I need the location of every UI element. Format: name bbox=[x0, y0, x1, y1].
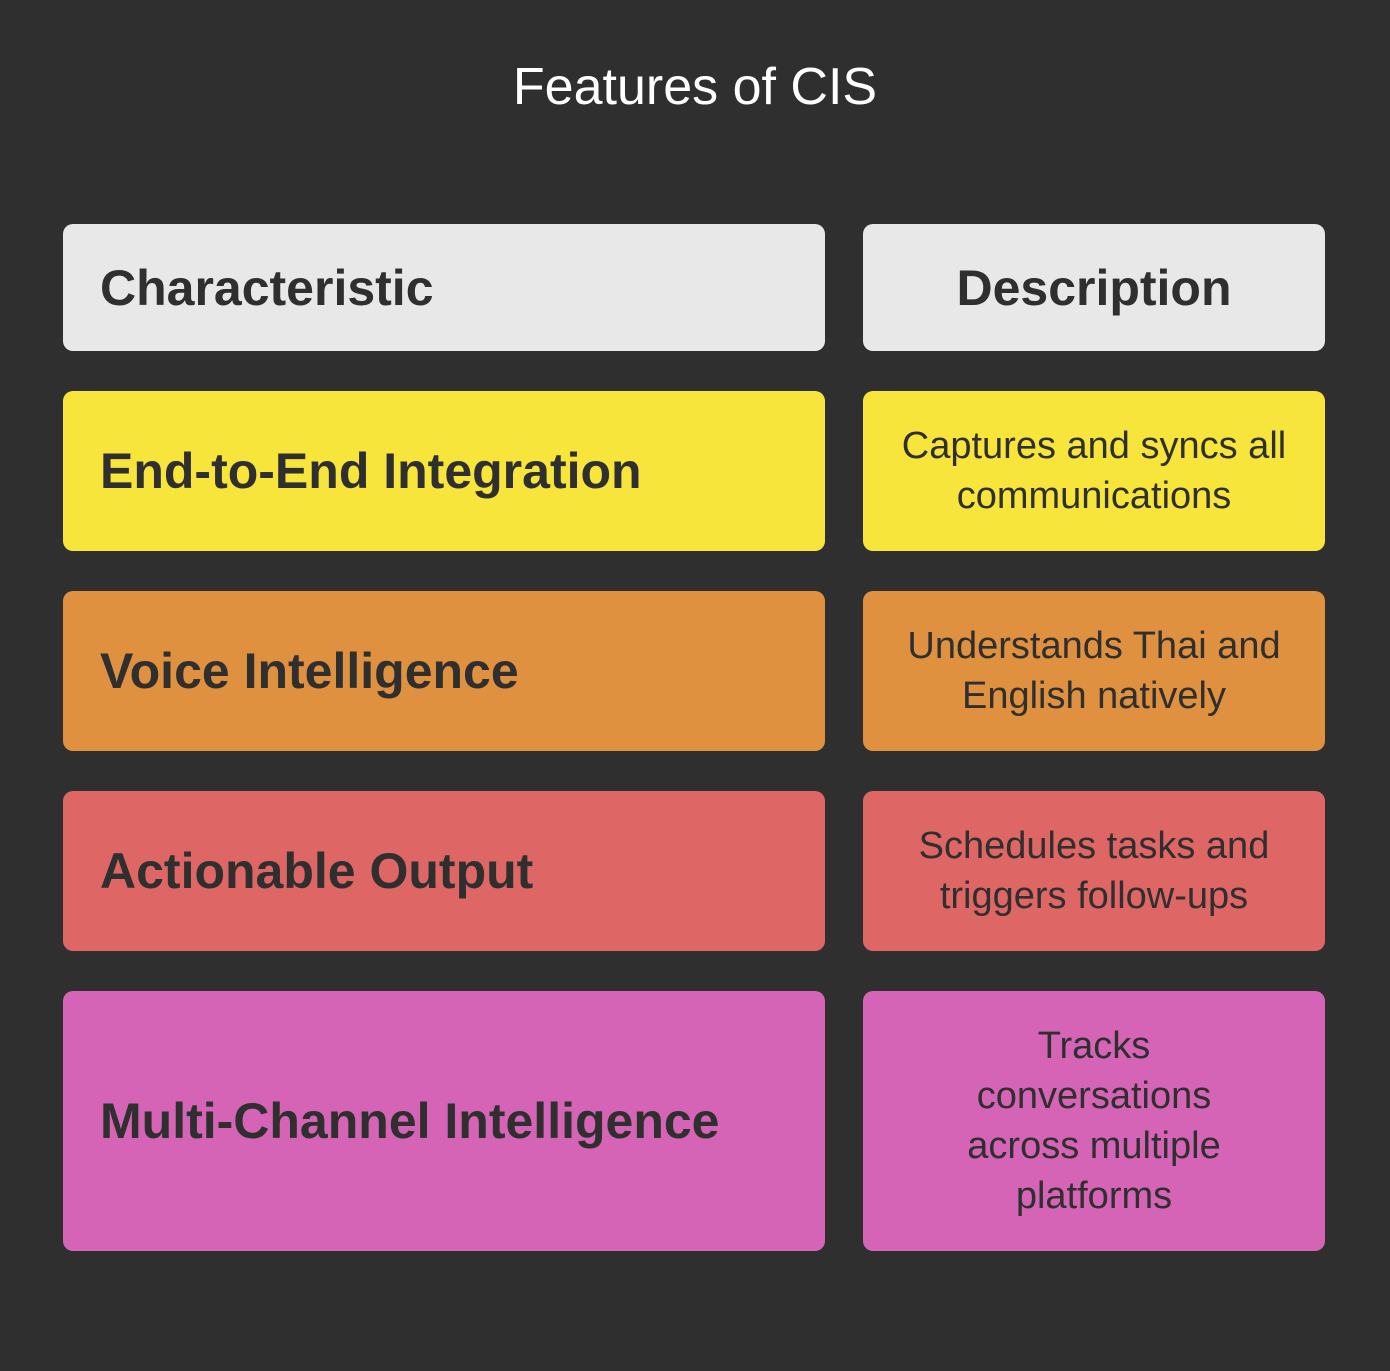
header-characteristic-label: Characteristic bbox=[100, 259, 434, 316]
description-label: Tracks conversations across multiple pla… bbox=[967, 1025, 1221, 1217]
characteristic-label: Multi-Channel Intelligence bbox=[100, 1093, 720, 1149]
row-characteristic-voice-intelligence: Voice Intelligence bbox=[63, 591, 825, 751]
diagram-title: Features of CIS bbox=[512, 58, 878, 116]
characteristic-label: Voice Intelligence bbox=[100, 643, 519, 699]
row-description-end-to-end-integration: Captures and syncs all communications bbox=[863, 391, 1325, 551]
row-description-actionable-output: Schedules tasks and triggers follow-ups bbox=[863, 791, 1325, 951]
row-description-voice-intelligence: Understands Thai and English natively bbox=[863, 591, 1325, 751]
description-label: Understands Thai and English natively bbox=[907, 625, 1281, 717]
row-characteristic-actionable-output: Actionable Output bbox=[63, 791, 825, 951]
description-label: Captures and syncs all communications bbox=[901, 425, 1287, 517]
row-description-multi-channel-intelligence: Tracks conversations across multiple pla… bbox=[863, 991, 1325, 1251]
row-characteristic-end-to-end-integration: End-to-End Integration bbox=[63, 391, 825, 551]
characteristic-label: End-to-End Integration bbox=[100, 443, 642, 499]
header-characteristic: Characteristic bbox=[63, 224, 825, 351]
description-label: Schedules tasks and triggers follow-ups bbox=[918, 825, 1270, 917]
header-description: Description bbox=[863, 224, 1325, 351]
row-characteristic-multi-channel-intelligence: Multi-Channel Intelligence bbox=[63, 991, 825, 1251]
characteristic-label: Actionable Output bbox=[100, 843, 534, 899]
header-description-label: Description bbox=[956, 259, 1232, 316]
